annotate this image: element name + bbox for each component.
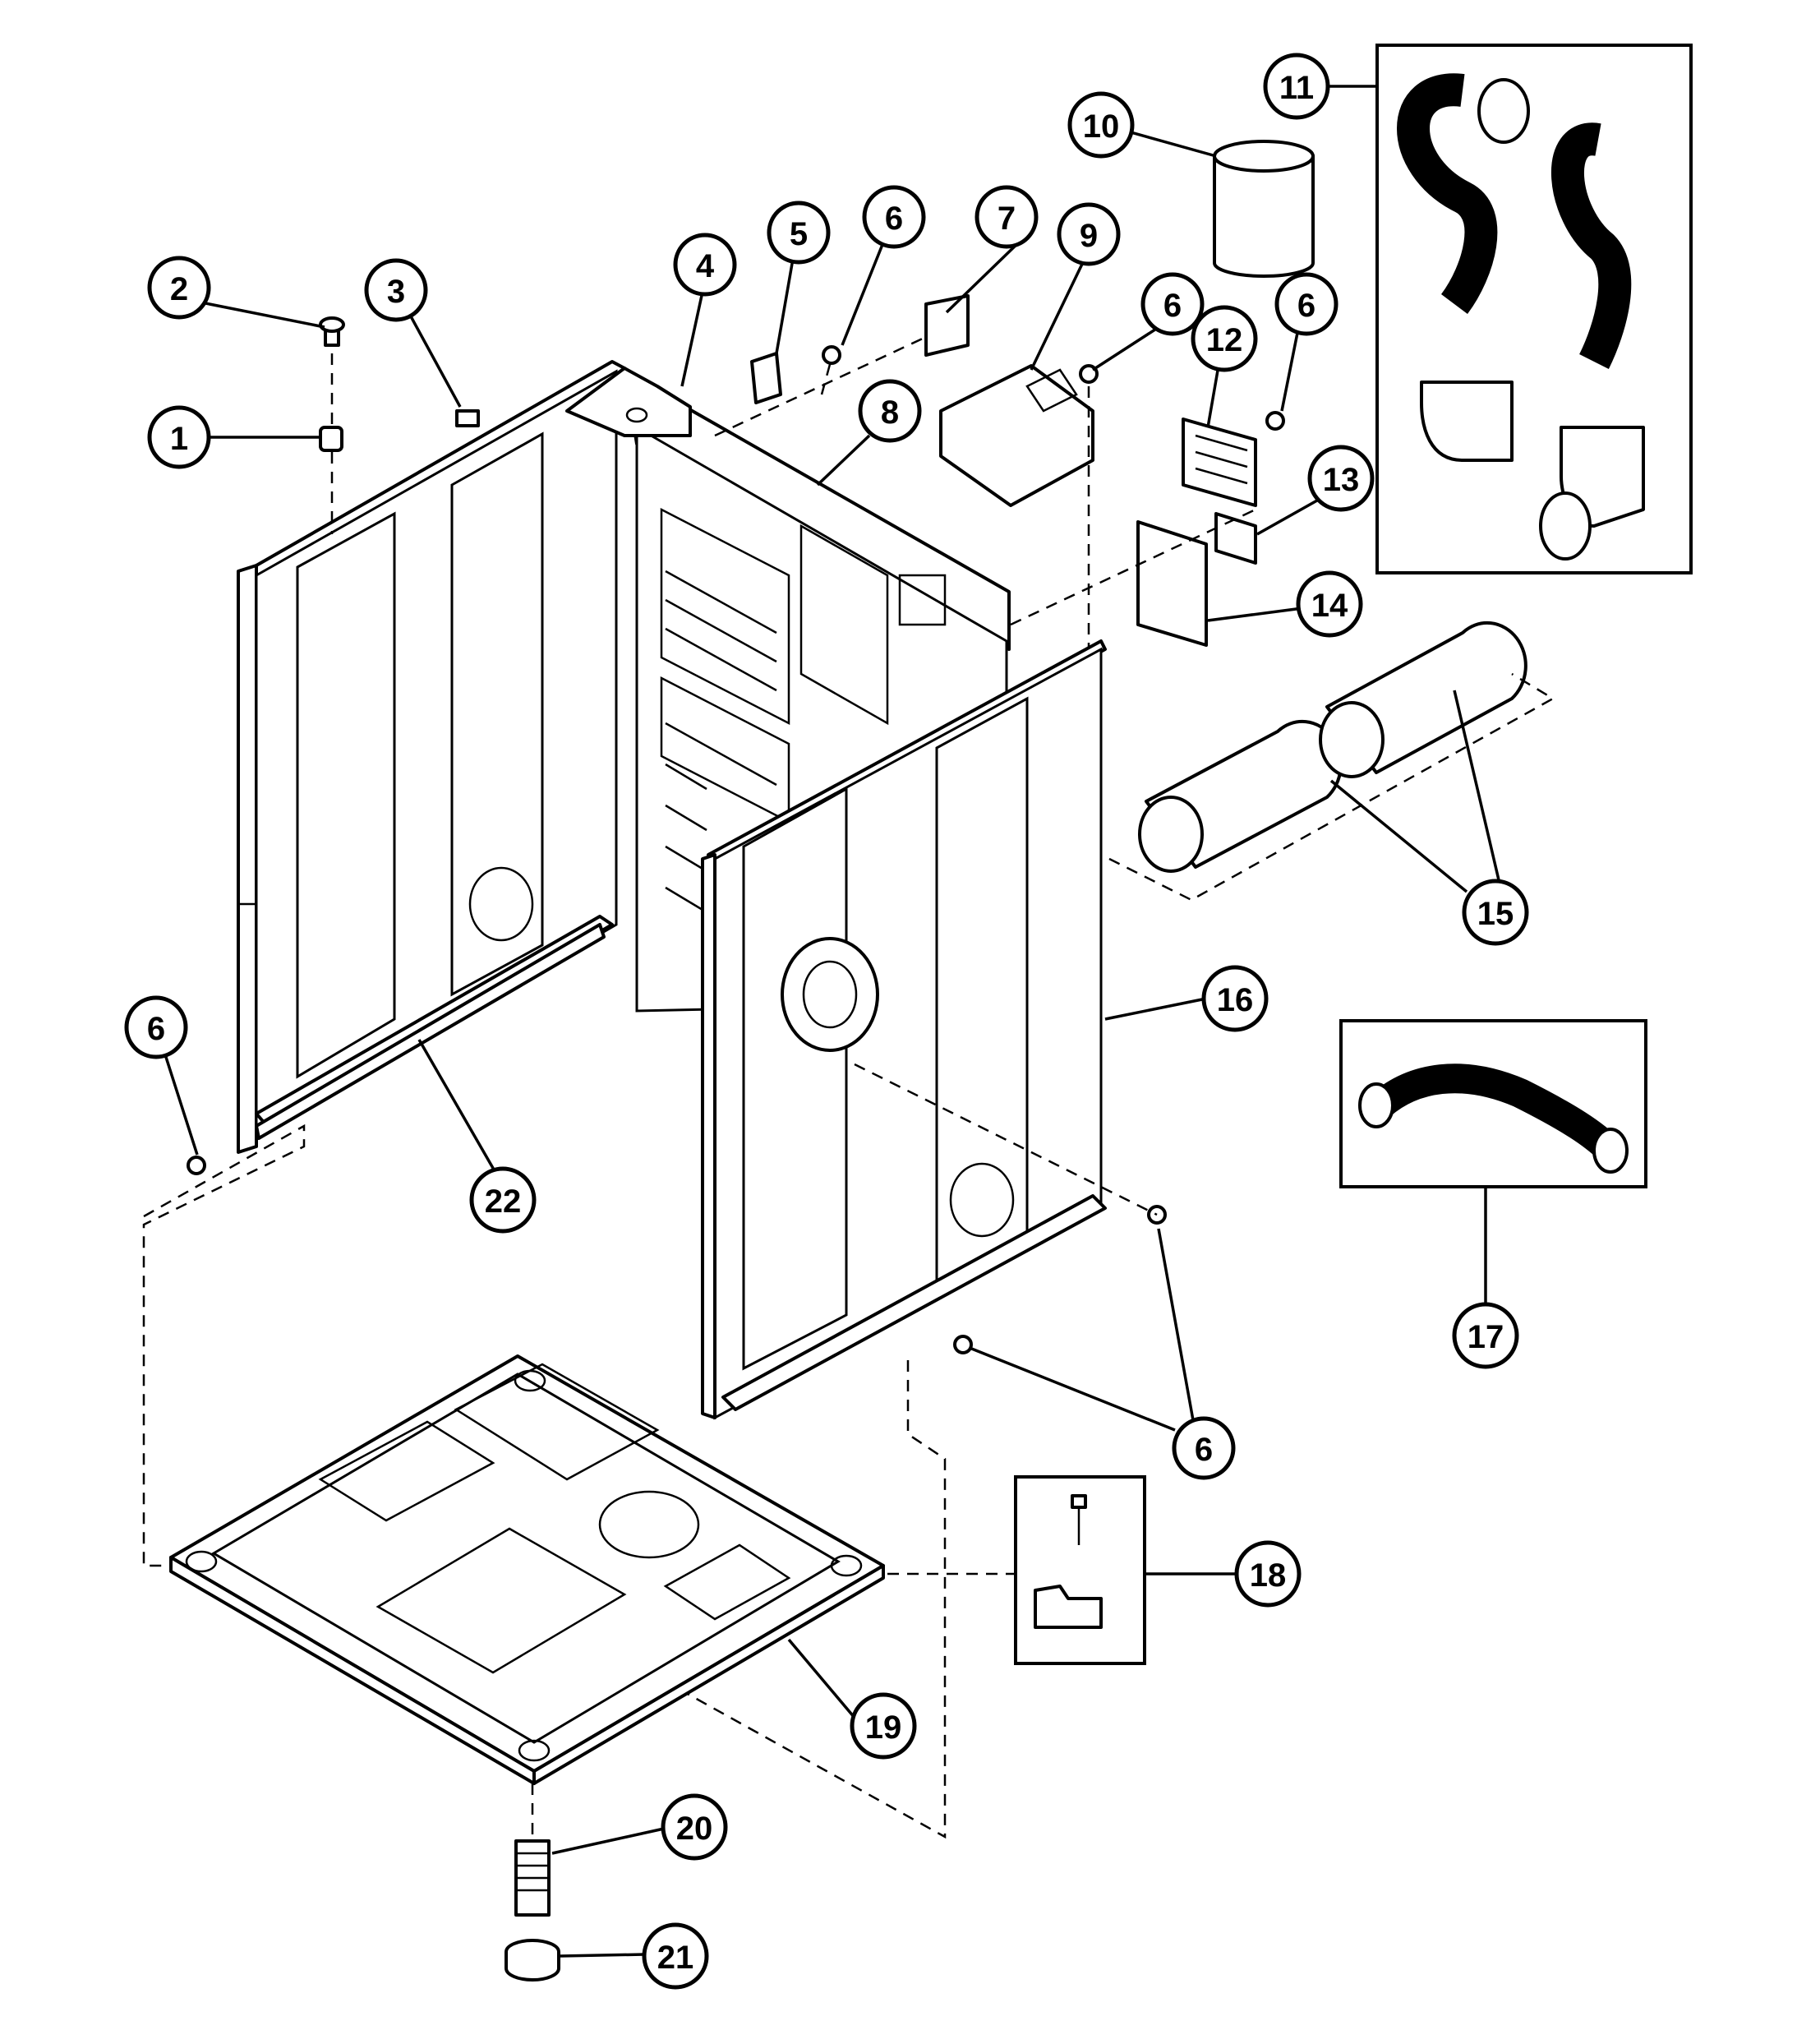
- callout-4: 4: [673, 233, 737, 297]
- exhaust-duct-icon: [1358, 1063, 1629, 1174]
- exhaust-duct-icon: [1138, 621, 1527, 873]
- svg-text:14: 14: [1311, 588, 1348, 624]
- inset-box-17: [1339, 1019, 1647, 1188]
- svg-text:9: 9: [1080, 218, 1098, 254]
- svg-text:8: 8: [881, 394, 899, 431]
- panel-14: [1136, 520, 1208, 647]
- callout-21: 21: [642, 1922, 709, 1990]
- svg-text:22: 22: [485, 1183, 522, 1220]
- callout-6: 6: [1172, 1416, 1236, 1480]
- bottom-rail: [255, 923, 606, 1140]
- svg-text:10: 10: [1083, 108, 1120, 145]
- screw-icon: [1265, 411, 1285, 431]
- svg-text:6: 6: [147, 1011, 165, 1047]
- svg-text:6: 6: [1163, 288, 1182, 324]
- svg-text:21: 21: [657, 1940, 694, 1976]
- callout-16: 16: [1201, 965, 1269, 1032]
- svg-text:5: 5: [790, 216, 808, 252]
- callout-10: 10: [1067, 91, 1135, 159]
- callout-5: 5: [767, 201, 831, 265]
- callout-15: 15: [1462, 879, 1529, 946]
- callout-3: 3: [364, 258, 428, 322]
- svg-text:18: 18: [1250, 1557, 1287, 1594]
- callout-13: 13: [1307, 445, 1375, 512]
- svg-text:7: 7: [998, 201, 1016, 237]
- callout-2: 2: [147, 256, 211, 320]
- callout-6: 6: [1140, 272, 1205, 336]
- callout-1: 1: [147, 405, 211, 469]
- svg-text:12: 12: [1206, 322, 1243, 358]
- callout-14: 14: [1296, 570, 1363, 638]
- screw-icon: [953, 1335, 973, 1354]
- svg-text:6: 6: [885, 201, 903, 237]
- callout-22: 22: [469, 1166, 537, 1234]
- svg-text:1: 1: [170, 421, 188, 457]
- callout-19: 19: [850, 1692, 917, 1760]
- callout-6: 6: [1274, 272, 1339, 336]
- bracket-clip-icon: [750, 352, 782, 404]
- screw-icon: [1071, 1494, 1087, 1545]
- inset-box-11: [1375, 44, 1693, 574]
- svg-text:17: 17: [1468, 1319, 1504, 1355]
- screw-icon: [319, 316, 345, 347]
- mounting-bracket: [939, 364, 1094, 507]
- svg-text:20: 20: [676, 1811, 713, 1847]
- svg-text:11: 11: [1279, 70, 1314, 106]
- exhaust-duct-icon: [1397, 73, 1645, 561]
- screw-icon: [187, 1156, 206, 1175]
- leveling-foot-icon: [514, 1839, 551, 1917]
- svg-text:3: 3: [387, 274, 405, 310]
- callout-18: 18: [1234, 1540, 1302, 1608]
- base-pan: [169, 1354, 885, 1785]
- svg-text:15: 15: [1477, 896, 1514, 932]
- exhaust-duct-icon: [1213, 140, 1315, 278]
- inset-box-18: [1014, 1475, 1146, 1665]
- callout-9: 9: [1057, 202, 1121, 266]
- clip-icon: [455, 409, 480, 427]
- foot-cup-icon: [505, 1939, 560, 1982]
- callout-11: 11: [1263, 53, 1330, 120]
- svg-text:6: 6: [1297, 288, 1315, 324]
- svg-text:4: 4: [696, 248, 715, 284]
- callout-8: 8: [858, 379, 922, 443]
- plate-7: [924, 294, 970, 357]
- callout-17: 17: [1452, 1302, 1519, 1369]
- svg-text:6: 6: [1195, 1432, 1213, 1468]
- callout-6: 6: [862, 185, 926, 249]
- alignment-lines: [142, 335, 1555, 1841]
- vent-plate: [1182, 418, 1257, 507]
- tip-bracket-icon: [1034, 1585, 1103, 1629]
- leader-lines: [163, 85, 1501, 1958]
- top-brace: [565, 367, 692, 437]
- callout-20: 20: [661, 1793, 728, 1861]
- svg-text:2: 2: [170, 271, 188, 307]
- svg-text:13: 13: [1323, 462, 1360, 498]
- screw-icon: [822, 345, 841, 365]
- right-side-panel: [701, 639, 1107, 1420]
- callout-7: 7: [975, 185, 1039, 249]
- gasket-13: [1214, 512, 1257, 565]
- callout-6: 6: [124, 995, 188, 1059]
- cap-nut-icon: [319, 426, 343, 452]
- svg-text:19: 19: [865, 1709, 902, 1746]
- callout-12: 12: [1191, 305, 1258, 372]
- svg-text:16: 16: [1217, 982, 1254, 1018]
